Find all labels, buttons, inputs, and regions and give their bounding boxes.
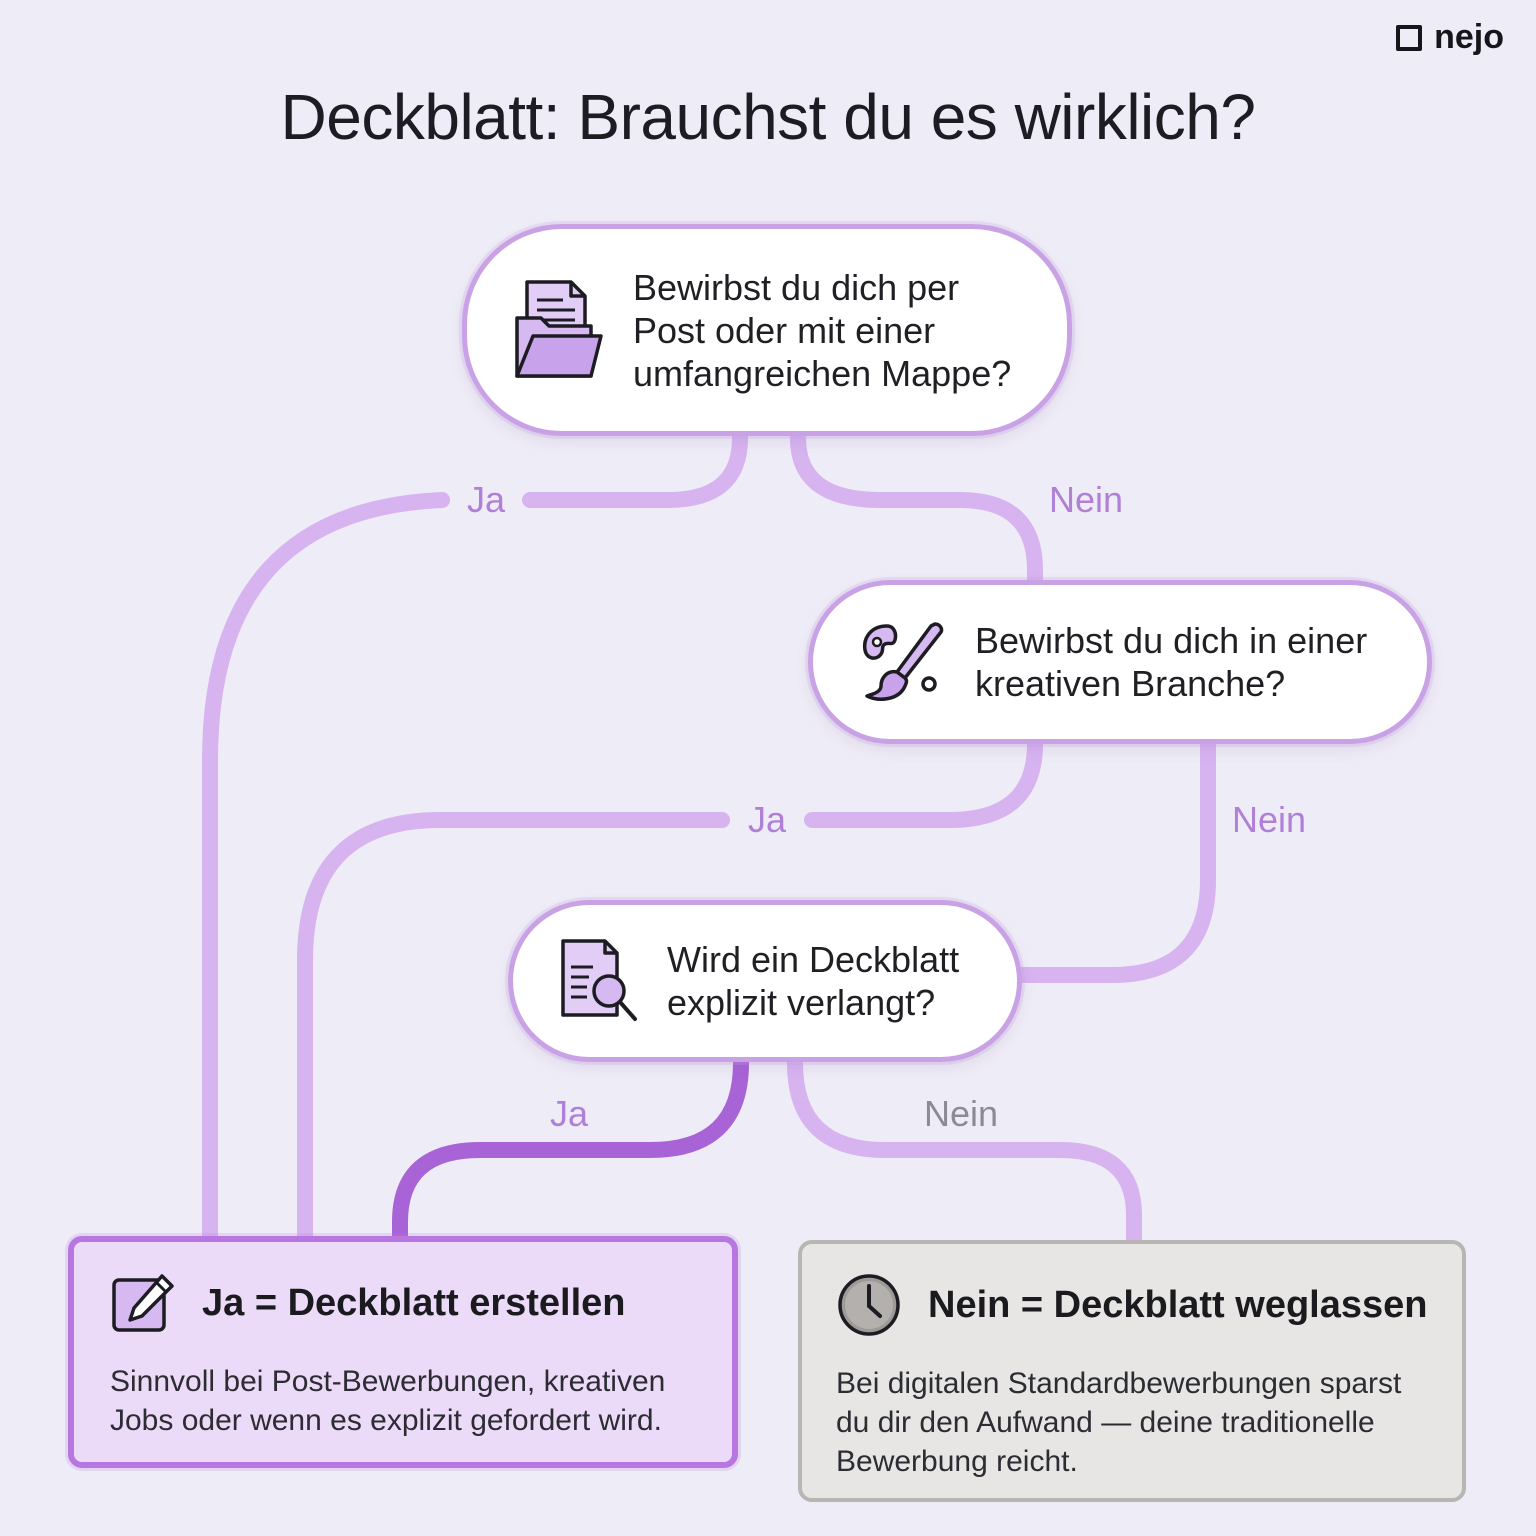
result-no-header: Nein = Deckblatt weglassen	[836, 1272, 1462, 1338]
question-2-line: Bewirbst du dich in einer	[975, 620, 1368, 661]
question-node-1: Bewirbst du dich per Post oder mit einer…	[462, 224, 1072, 436]
edge-label-q3-no: Nein	[923, 1093, 999, 1134]
result-no-line: du dir den Aufwand — deine traditionelle	[836, 1406, 1375, 1439]
brand-name: nejo	[1434, 18, 1504, 56]
brand-logo: nejo	[1396, 18, 1504, 57]
connector-q2-yes-to-result	[297, 812, 730, 1244]
result-yes-header: Ja = Deckblatt erstellen	[110, 1272, 732, 1334]
question-2-text: Bewirbst du dich in einer kreativen Bran…	[975, 619, 1367, 705]
edge-label-q3-yes: Ja	[549, 1093, 589, 1134]
question-1-line: Bewirbst du dich per	[633, 266, 960, 308]
connector-q3-no	[787, 1055, 1142, 1248]
connector-q3-yes	[392, 1055, 749, 1244]
result-yes-line: Jobs oder wenn es explizit gefordert wir…	[110, 1404, 662, 1437]
connector-q1-yes	[522, 430, 748, 508]
question-3-line: Wird ein Deckblatt	[667, 939, 960, 980]
edge-label-q2-yes: Ja	[747, 799, 787, 840]
question-1-line: Post oder mit einer	[633, 309, 936, 351]
edge-label-q1-yes: Ja	[466, 479, 506, 520]
brand-square-icon	[1396, 24, 1423, 51]
edit-pencil-icon	[112, 1274, 174, 1332]
paintbrush-palette-icon	[862, 622, 944, 701]
document-search-icon	[561, 939, 637, 1021]
connector-q2-yes	[804, 736, 1043, 828]
connector-q2-no	[1014, 736, 1216, 983]
result-yes-title: Ja = Deckblatt erstellen	[202, 1281, 626, 1324]
edge-label-q1-no: Nein	[1048, 479, 1124, 520]
question-3-text: Wird ein Deckblatt explizit verlangt?	[667, 938, 959, 1024]
result-yes-description: Sinnvoll bei Post-Bewerbungen, kreativen…	[110, 1362, 732, 1440]
question-1-text: Bewirbst du dich per Post oder mit einer…	[633, 266, 1011, 395]
question-node-2: Bewirbst du dich in einer kreativen Bran…	[808, 580, 1432, 744]
edge-label-q2-no: Nein	[1231, 799, 1307, 840]
result-yes-card: Ja = Deckblatt erstellen Sinnvoll bei Po…	[68, 1236, 738, 1468]
question-3-line: explizit verlangt?	[667, 982, 936, 1023]
question-node-3: Wird ein Deckblatt explizit verlangt?	[508, 900, 1022, 1062]
result-no-line: Bewerbung reicht.	[836, 1445, 1078, 1478]
result-no-card: Nein = Deckblatt weglassen Bei digitalen…	[798, 1240, 1466, 1502]
clock-icon	[838, 1274, 900, 1336]
connector-q1-no	[790, 430, 1043, 588]
folder-document-icon	[515, 280, 603, 378]
question-1-line: umfangreichen Mappe?	[633, 352, 1012, 394]
result-yes-line: Sinnvoll bei Post-Bewerbungen, kreativen	[110, 1365, 666, 1398]
result-no-description: Bei digitalen Standardbewerbungen sparst…	[836, 1364, 1462, 1481]
result-no-title: Nein = Deckblatt weglassen	[928, 1283, 1428, 1326]
question-2-line: kreativen Branche?	[975, 663, 1286, 704]
result-no-line: Bei digitalen Standardbewerbungen sparst	[836, 1367, 1402, 1400]
connector-q1-yes-to-result	[202, 492, 450, 1244]
page-title: Deckblatt: Brauchst du es wirklich?	[280, 81, 1256, 153]
